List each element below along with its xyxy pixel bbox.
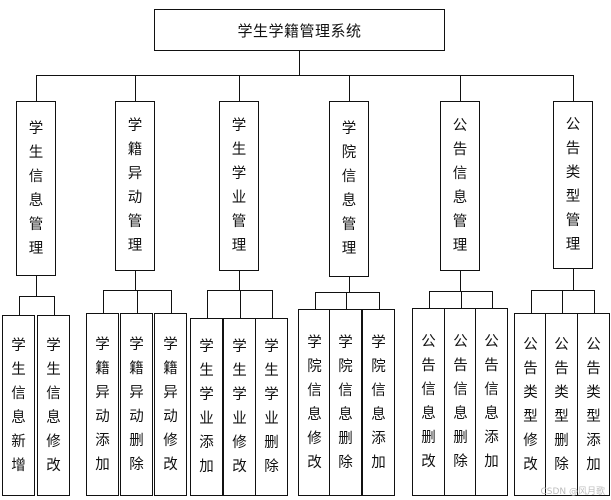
level1-connector bbox=[239, 75, 240, 101]
level2-connector bbox=[428, 291, 430, 308]
root-node: 学生学籍管理系统 bbox=[154, 9, 445, 51]
function-node: 公告类型添加 bbox=[577, 313, 610, 496]
level2-connector bbox=[136, 290, 138, 313]
level2-stem bbox=[460, 271, 461, 291]
category-node: 学籍异动管理 bbox=[115, 101, 155, 271]
level2-bus bbox=[314, 292, 380, 293]
function-node: 学院信息添加 bbox=[362, 309, 395, 496]
function-node: 学生学业修改 bbox=[223, 318, 256, 496]
category-node-label: 公告类型管理 bbox=[565, 117, 581, 253]
function-node: 学院信息修改 bbox=[298, 309, 331, 496]
level2-connector bbox=[314, 292, 316, 309]
function-node-label: 学生学业删除 bbox=[264, 339, 279, 475]
level2-connector bbox=[378, 292, 380, 309]
level1-connector bbox=[349, 75, 350, 101]
category-node-label: 学生信息管理 bbox=[28, 120, 44, 257]
function-node: 学生信息修改 bbox=[37, 315, 70, 496]
category-node-label: 公告信息管理 bbox=[452, 118, 468, 254]
level1-bus bbox=[36, 75, 574, 76]
function-node-label: 公告信息删改 bbox=[421, 334, 436, 470]
function-node: 学籍异动添加 bbox=[86, 313, 119, 496]
level2-connector bbox=[18, 296, 20, 315]
function-node: 公告信息删除 bbox=[444, 308, 477, 496]
level1-connector bbox=[460, 75, 461, 101]
level2-stem bbox=[573, 269, 574, 290]
function-node: 公告类型删除 bbox=[545, 313, 578, 496]
level1-connector bbox=[135, 75, 136, 101]
category-node: 学生信息管理 bbox=[16, 101, 56, 276]
level2-connector bbox=[460, 291, 462, 308]
function-node: 公告信息添加 bbox=[475, 308, 508, 496]
function-node-label: 公告类型添加 bbox=[586, 336, 601, 473]
level2-connector bbox=[170, 290, 172, 313]
function-node: 公告类型修改 bbox=[514, 313, 547, 496]
function-node: 学籍异动删除 bbox=[120, 313, 153, 496]
function-node: 学生学业删除 bbox=[255, 318, 288, 496]
function-node: 学生信息新增 bbox=[2, 315, 35, 496]
root-label: 学生学籍管理系统 bbox=[237, 21, 362, 40]
level2-connector bbox=[593, 290, 595, 313]
category-node: 学院信息管理 bbox=[329, 101, 369, 277]
function-node-label: 学生学业添加 bbox=[199, 339, 214, 475]
root-connector bbox=[299, 51, 300, 75]
category-node-label: 学籍异动管理 bbox=[127, 118, 143, 254]
category-node-label: 学生学业管理 bbox=[231, 118, 247, 254]
level2-connector bbox=[491, 291, 493, 308]
function-node-label: 学院信息删除 bbox=[338, 334, 353, 471]
function-node-label: 学籍异动添加 bbox=[95, 336, 110, 473]
level1-connector bbox=[36, 75, 37, 101]
level2-connector bbox=[239, 290, 241, 318]
category-node: 公告类型管理 bbox=[553, 101, 593, 269]
level1-connector bbox=[573, 75, 574, 101]
level2-stem bbox=[36, 276, 37, 296]
function-node-label: 学院信息添加 bbox=[371, 334, 386, 471]
function-node-label: 学生信息修改 bbox=[46, 337, 61, 474]
function-node-label: 公告信息删除 bbox=[453, 334, 468, 470]
level2-connector bbox=[102, 290, 104, 313]
level2-connector bbox=[345, 292, 347, 309]
function-node: 学院信息删除 bbox=[329, 309, 362, 496]
level2-bus bbox=[530, 290, 595, 291]
function-node: 学籍异动修改 bbox=[154, 313, 187, 496]
level2-connector bbox=[53, 296, 55, 315]
level2-bus bbox=[18, 296, 55, 297]
level2-connector bbox=[271, 290, 273, 318]
function-node-label: 公告类型删除 bbox=[554, 336, 569, 473]
function-node-label: 公告信息添加 bbox=[484, 334, 499, 470]
level2-connector bbox=[530, 290, 532, 313]
watermark: CSDN @风月歌 bbox=[540, 487, 605, 497]
level2-connector bbox=[206, 290, 208, 318]
level2-stem bbox=[135, 271, 136, 290]
level2-stem bbox=[239, 271, 240, 290]
category-node: 学生学业管理 bbox=[219, 101, 259, 271]
category-node: 公告信息管理 bbox=[440, 101, 480, 271]
function-node-label: 学生学业修改 bbox=[232, 339, 247, 475]
function-node-label: 学籍异动删除 bbox=[129, 336, 144, 473]
function-node-label: 公告类型修改 bbox=[523, 336, 538, 473]
function-node-label: 学院信息修改 bbox=[307, 334, 322, 471]
level2-stem bbox=[349, 277, 350, 292]
function-node-label: 学籍异动修改 bbox=[163, 336, 178, 473]
function-node: 公告信息删改 bbox=[412, 308, 445, 496]
level2-connector bbox=[561, 290, 563, 313]
function-node: 学生学业添加 bbox=[190, 318, 223, 496]
category-node-label: 学院信息管理 bbox=[341, 121, 357, 257]
function-node-label: 学生信息新增 bbox=[11, 337, 26, 474]
